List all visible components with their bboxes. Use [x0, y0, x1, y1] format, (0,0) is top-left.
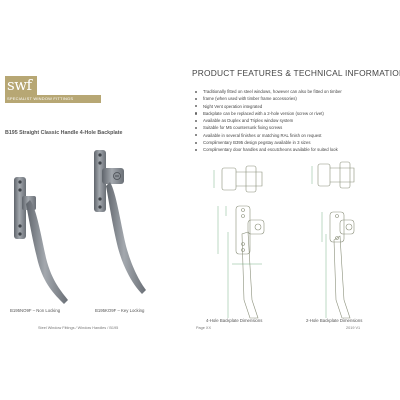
- logo-mark: swf: [5, 76, 37, 96]
- hole: [335, 236, 339, 240]
- feature-item: Suitable for M5 countersunk fixing screw…: [194, 124, 394, 131]
- swf-logo: swf SPECIALIST WINDOW FITTINGS: [5, 76, 101, 104]
- lock-body: [102, 168, 124, 184]
- backplate: [14, 177, 26, 239]
- screw-hole: [18, 232, 22, 236]
- screw-hole: [18, 180, 22, 184]
- footer-section: Steel Window Fittings / Window Handles /…: [38, 326, 119, 330]
- hole: [241, 208, 245, 212]
- product-caption: B195KO9F – Key Locking: [95, 308, 145, 313]
- feature-item: Backplate can be replaced with a 2-hole …: [194, 110, 394, 117]
- drawing-4-hole: [221, 165, 265, 319]
- feature-item: Available in several finishes or matchin…: [194, 132, 394, 139]
- front-cylinder: [254, 223, 262, 231]
- screw-hole: [98, 197, 102, 201]
- screw-hole: [18, 224, 22, 228]
- feature-item: Traditionally fitted on steel windows, h…: [194, 88, 394, 95]
- product-caption: B195NO9F – Non Locking: [10, 308, 61, 313]
- non-locking-handle-image: [14, 177, 68, 304]
- screw-hole: [98, 205, 102, 209]
- front-lever: [333, 235, 351, 319]
- screw-hole: [18, 188, 22, 192]
- screw-hole: [98, 153, 102, 157]
- features-heading: PRODUCT FEATURES & TECHNICAL INFORMATION: [192, 68, 400, 78]
- front-lock: [339, 219, 355, 235]
- front-lock: [247, 219, 265, 235]
- side-backplate: [317, 163, 331, 187]
- footer-version: 2019 V1: [346, 326, 361, 330]
- features-list: Traditionally fitted on steel windows, h…: [194, 88, 394, 154]
- feature-item: Complimentary B395 design pegstay availa…: [194, 139, 394, 146]
- drawing-caption: 4-Hole Backplate Dimensions: [206, 318, 263, 323]
- hole: [241, 242, 245, 246]
- feature-item: frame (when used with timber frame acces…: [194, 95, 394, 102]
- side-lock: [245, 165, 257, 193]
- handle-lever: [106, 182, 146, 294]
- handle-lever: [26, 200, 68, 304]
- backplate: [94, 150, 106, 212]
- feature-item: Available as Duplex and Triplex window s…: [194, 117, 394, 124]
- feature-item: Complimentary door handles and escutcheo…: [194, 146, 394, 153]
- hole: [241, 214, 245, 218]
- key-locking-handle-image: [94, 150, 146, 294]
- drawing-caption: 2-Hole Backplate Dimensions: [306, 318, 363, 323]
- side-backplate: [221, 167, 237, 191]
- footer-page-number: Page XX: [196, 326, 211, 330]
- front-backplate: [329, 211, 345, 243]
- hole: [335, 214, 339, 218]
- screw-hole: [98, 161, 102, 165]
- front-backplate: [235, 205, 251, 255]
- logo-tagline-bar: SPECIALIST WINDOW FITTINGS: [5, 95, 101, 103]
- front-lever: [241, 231, 259, 319]
- side-lock: [339, 161, 351, 189]
- drawing-2-hole: [317, 161, 355, 319]
- side-spindle: [236, 171, 263, 187]
- logo-tagline: SPECIALIST WINDOW FITTINGS: [7, 96, 74, 101]
- dimension-lines-2-hole: [311, 166, 327, 318]
- product-title: B195 Straight Classic Handle 4-Hole Back…: [5, 130, 123, 136]
- feature-item: Night Vent operation integrated: [194, 103, 394, 110]
- side-spindle: [330, 167, 355, 183]
- front-cylinder: [345, 223, 353, 231]
- hole: [241, 248, 245, 252]
- dimension-lines-4-hole: [213, 170, 262, 318]
